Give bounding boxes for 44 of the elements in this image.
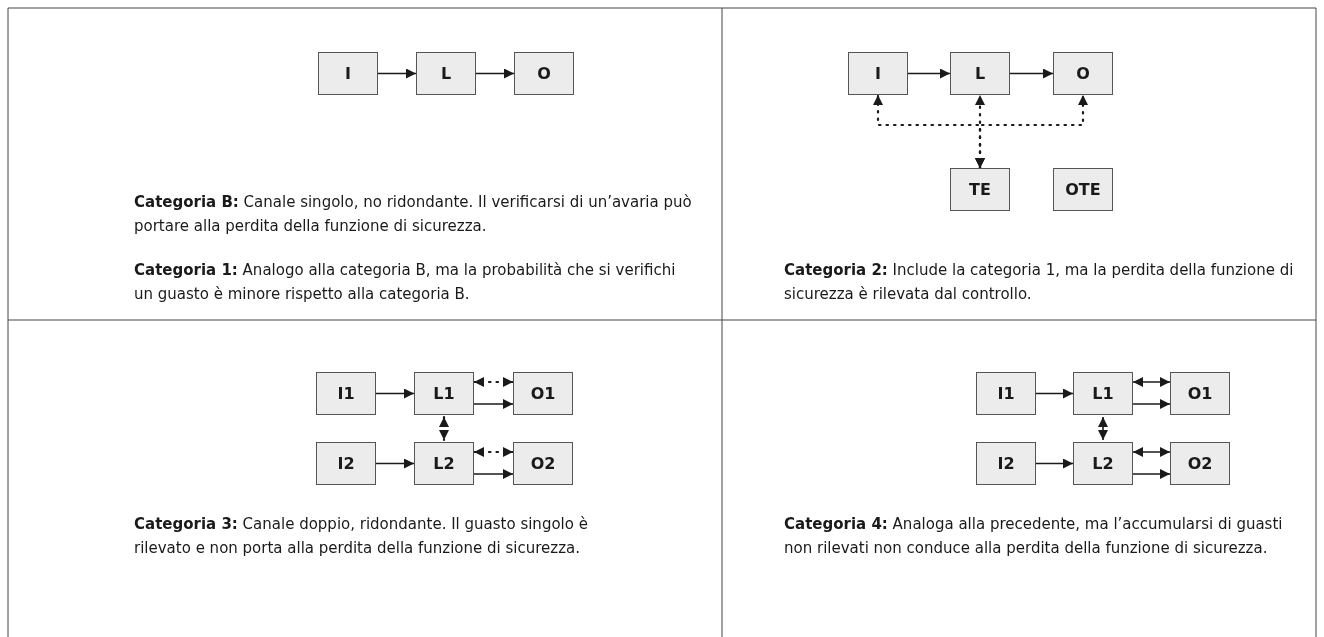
process-box: I2 — [316, 442, 376, 485]
arrow — [1098, 416, 1108, 441]
arrow — [975, 93, 1088, 170]
arrow — [475, 68, 515, 79]
process-box: L — [950, 52, 1010, 95]
arrow — [439, 415, 449, 442]
process-box: O2 — [1170, 442, 1230, 485]
arrow — [473, 399, 514, 409]
arrow — [1132, 447, 1171, 457]
description-text: Categoria 1: Analogo alla categoria B, ma la probabilità che si verifichi un guasto è minore rispetto alla categoria B. — [134, 260, 677, 305]
arrow — [377, 68, 417, 79]
arrow — [472, 447, 515, 457]
arrow — [375, 458, 415, 469]
process-box: I2 — [976, 442, 1036, 485]
process-box: O1 — [1170, 372, 1230, 415]
arrow — [375, 388, 415, 399]
description-text: Categoria 2: Include la categoria 1, ma la perdita della funzione di sicurezza è rilevata dal controllo. — [784, 260, 1295, 305]
arrow — [473, 469, 514, 479]
process-box: I — [848, 52, 908, 95]
arrow — [907, 68, 951, 79]
arrow — [1132, 377, 1171, 387]
process-box: L1 — [1073, 372, 1133, 415]
process-box: TE — [950, 168, 1010, 211]
process-box: I1 — [976, 372, 1036, 415]
arrow — [1035, 458, 1074, 469]
process-box: L — [416, 52, 476, 95]
process-box: L2 — [1073, 442, 1133, 485]
process-box: O2 — [513, 442, 573, 485]
process-box: O1 — [513, 372, 573, 415]
process-box: L1 — [414, 372, 474, 415]
arrow — [1035, 388, 1074, 399]
process-box: O — [514, 52, 574, 95]
description-text: Categoria B: Canale singolo, no ridondante. Il verificarsi di un’avaria può portare alla perdita della funzione di sicurezza. — [134, 192, 693, 237]
process-box: I1 — [316, 372, 376, 415]
process-box: L2 — [414, 442, 474, 485]
description-text: Categoria 4: Analoga alla precedente, ma l’accumularsi di guasti non rilevati non conduce alla perdita della funzione di sicurezza. — [784, 514, 1284, 559]
arrow — [1132, 399, 1171, 409]
process-box: I — [318, 52, 378, 95]
process-box: O — [1053, 52, 1113, 95]
arrow — [1132, 469, 1171, 479]
arrow — [472, 377, 515, 387]
description-text: Categoria 3: Canale doppio, ridondante. Il guasto singolo è rilevato e non porta alla perdita della funzione di sicurezza. — [134, 514, 589, 559]
arrow — [1009, 68, 1054, 79]
process-box: OTE — [1053, 168, 1113, 211]
